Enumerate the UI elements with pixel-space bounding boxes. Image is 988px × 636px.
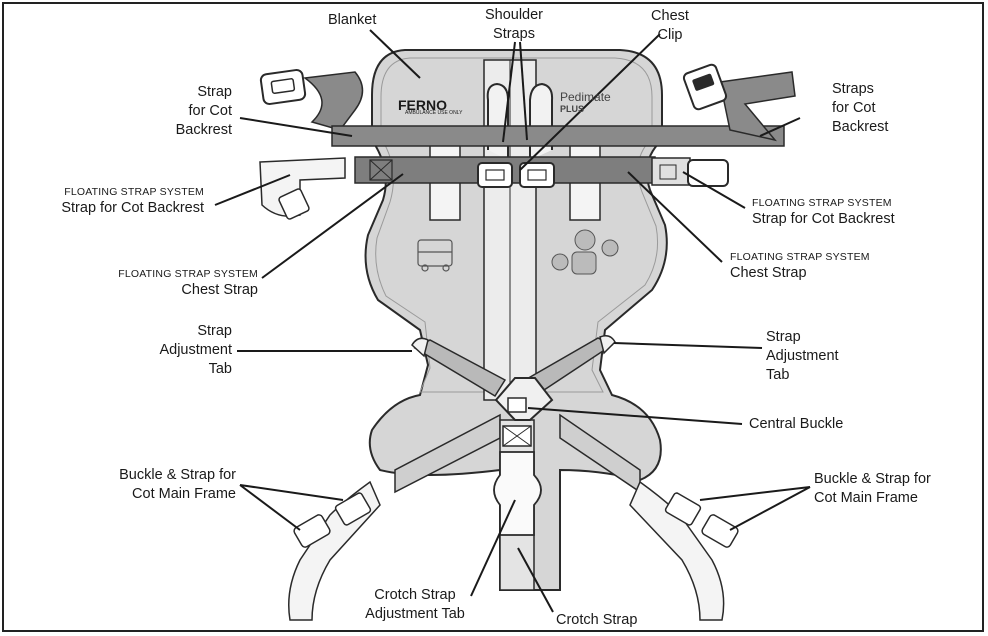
label-buckle-strap-main-right: Buckle & Strap for Cot Main Frame [814,471,931,506]
label-floating-backrest-left: FLOATING STRAP SYSTEM Strap for Cot Back… [61,186,204,216]
cot-backrest-strap [331,125,785,147]
label-strap-adjustment-tab-left: Strap Adjustment Tab [159,323,232,377]
ambulance-print [417,239,453,272]
brand-ferno-print: FERNO [398,97,447,113]
cot-backrest-strap-right-tail [719,71,796,142]
label-floating-backrest-right: FLOATING STRAP SYSTEM Strap for Cot Back… [752,197,895,227]
label-blanket: Blanket [328,12,377,28]
label-central-buckle: Central Buckle [749,416,844,432]
label-floating-chest-right: FLOATING STRAP SYSTEM Chest Strap [730,251,870,281]
label-chest-clip: Chest Clip [651,8,689,43]
teddy-bear-print [551,229,619,275]
label-strap-cot-backrest-left: Strap for Cot Backrest [175,84,232,138]
label-floating-chest-left: FLOATING STRAP SYSTEM Chest Strap [118,268,258,298]
label-shoulder-straps: Shoulder Straps [484,7,544,42]
right-strap-tab [599,335,616,355]
cot-backrest-strap-left-tail [303,71,364,131]
chest-clip [477,162,555,188]
lower-left-buckle [334,492,372,526]
lower-right-strap [629,480,725,621]
label-buckle-strap-main-left: Buckle & Strap for Cot Main Frame [119,467,236,502]
brand-pedimate-sub-print: PLUS [560,104,585,114]
lower-right-buckle [664,492,702,526]
top-left-buckle [259,68,307,106]
floating-strap-right-buckle [651,157,691,186]
left-strap-tab [411,337,429,358]
label-straps-cot-backrest-right: Straps for Cot Backrest [832,81,889,135]
label-crotch-strap-adjustment-tab: Crotch Strap Adjustment Tab [365,587,465,622]
label-strap-adjustment-tab-right: Strap Adjustment Tab [766,329,839,383]
label-crotch-strap: Crotch Strap [556,612,638,628]
brand-ferno-sub-print: AMBULANCE USE ONLY [405,110,463,116]
brand-pedimate-print: Pedimate [560,90,611,104]
crotch-adjustment-tab [493,451,542,536]
leader-lines [214,29,811,613]
